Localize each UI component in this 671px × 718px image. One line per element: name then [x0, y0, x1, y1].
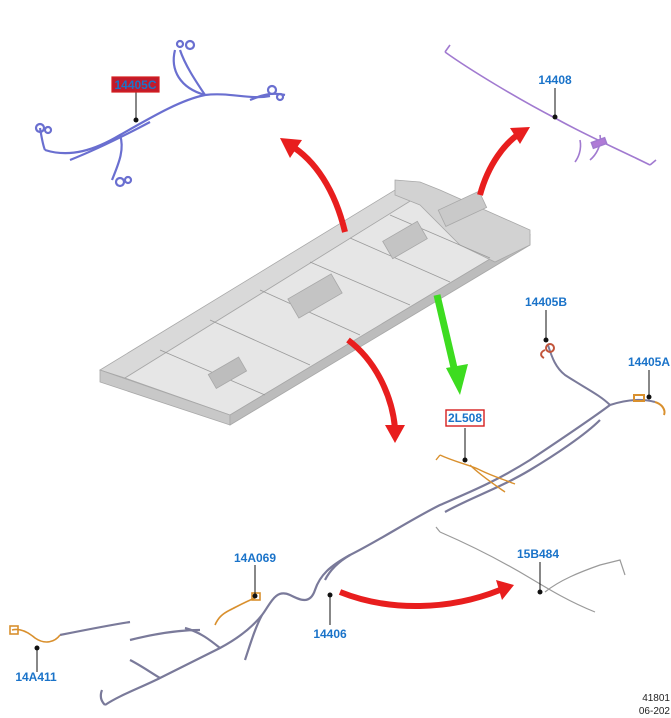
label-14408: 14408 [538, 73, 572, 87]
arrow-to-14406 [346, 337, 405, 443]
label-14405A: 14405A [628, 355, 670, 369]
harness-14405C [34, 39, 286, 188]
label-2L508: 2L508 [448, 411, 482, 425]
harness-14408 [444, 44, 657, 166]
harness-14A411 [9, 625, 61, 643]
leader-dot-14405A [646, 394, 652, 400]
harness-14405A [609, 394, 666, 416]
label-14406: 14406 [313, 627, 347, 641]
label-14405C: 14405C [114, 78, 156, 92]
harness-15B484 [435, 526, 626, 613]
arrow-to-14405C [280, 138, 348, 233]
harness-14A069 [214, 592, 261, 626]
arrow-to-14408 [477, 127, 530, 196]
leader-dot-14A069 [252, 593, 258, 599]
leader-dot-14A411 [34, 645, 40, 651]
callout-14405C: 14405C [111, 76, 160, 93]
leader-dot-14405B [543, 337, 549, 343]
harness-14405B [540, 343, 611, 406]
label-14A069: 14A069 [234, 551, 276, 565]
leader-dot-14405C [133, 117, 139, 123]
label-14A411: 14A411 [15, 670, 57, 684]
label-14405B: 14405B [525, 295, 567, 309]
figure-date: 06-202 [639, 706, 671, 717]
harness-2L508 [435, 454, 516, 493]
green-arrow-to-2L508 [433, 294, 468, 395]
leader-dot-14406 [327, 592, 333, 598]
leader-dot-15B484 [537, 589, 543, 595]
vehicle-frame [99, 179, 531, 426]
figure-number: 41801 [642, 693, 670, 704]
leader-dot-2L508 [462, 457, 468, 463]
callout-2L508: 2L508 [445, 409, 485, 427]
label-15B484: 15B484 [517, 547, 559, 561]
leader-dot-14408 [552, 114, 558, 120]
arrow-to-15B484 [338, 580, 514, 610]
